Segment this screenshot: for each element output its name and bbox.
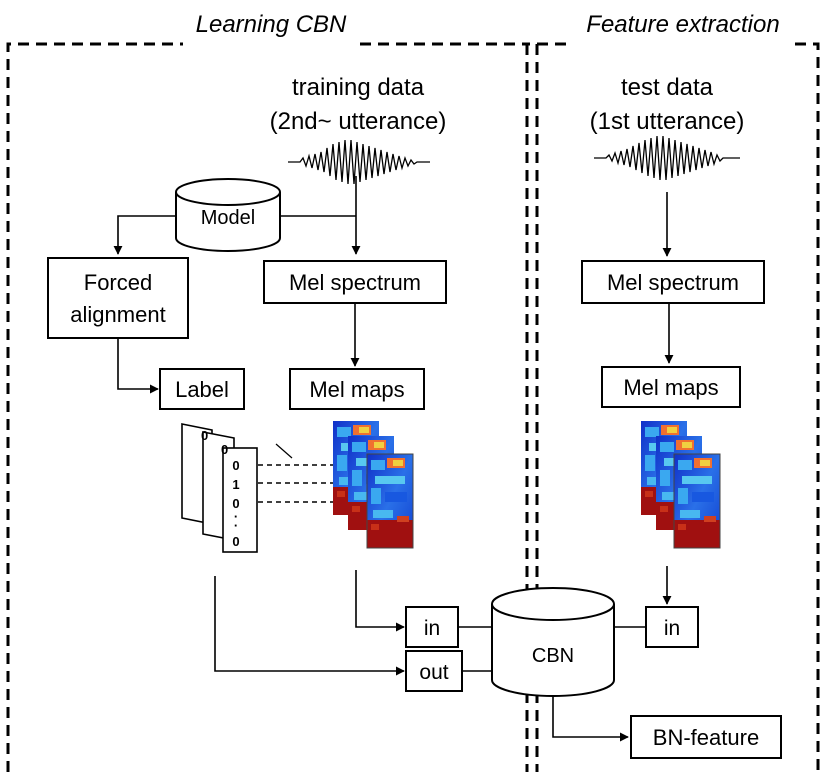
training-data-title: training data — [292, 74, 425, 101]
bn-feature-box — [630, 715, 782, 759]
mel-maps-box-train — [289, 368, 425, 410]
extraction-section-frame — [535, 42, 820, 772]
mel-maps-label-train: Mel maps — [309, 377, 404, 402]
label-mid-digit: 0 — [221, 442, 228, 457]
test-data-subtitle: (1st utterance) — [590, 108, 745, 135]
learning-section-frame — [6, 42, 530, 772]
mel-maps-label-test: Mel maps — [623, 375, 718, 400]
forced-alignment-label-1: Forced — [84, 270, 152, 295]
cbn-input-box-train — [405, 606, 459, 648]
training-data-subtitle: (2nd~ utterance) — [270, 108, 447, 135]
forced-alignment-label-2: alignment — [70, 302, 165, 327]
label-vector-stack — [181, 423, 258, 553]
mel-map-heatmaps-test — [641, 421, 721, 549]
test-waveform-icon — [594, 135, 740, 181]
label-digit-3: 0 — [232, 496, 239, 511]
model-label: Model — [201, 207, 255, 229]
melmaps-to-in-arrow — [355, 570, 405, 632]
cbn-output-label: out — [419, 661, 448, 684]
cbn-input-label-train: in — [424, 617, 440, 640]
feature-extraction-title: Feature extraction — [586, 11, 779, 38]
bn-feature-label: BN-feature — [653, 725, 759, 750]
mel-spectrum-label-test: Mel spectrum — [607, 270, 739, 295]
mel-spectrum-box-test — [581, 260, 765, 304]
training-waveform-icon — [288, 139, 430, 185]
forced-alignment-box — [47, 257, 189, 339]
label-digit-2: 1 — [232, 477, 239, 492]
cbn-database-icon — [491, 587, 615, 697]
test-data-title: test data — [621, 74, 714, 101]
label-to-out-arrow — [214, 576, 405, 676]
cbn-input-label-test: in — [664, 617, 680, 640]
label-digit-6: 0 — [232, 534, 239, 549]
label-digit-1: 0 — [232, 458, 239, 473]
label-digit-4: · — [234, 509, 238, 524]
label-text: Label — [175, 377, 229, 402]
mel-spectrum-box-train — [263, 260, 447, 304]
mel-map-heatmaps-train — [333, 421, 414, 549]
alignment-to-label-arrow — [117, 338, 159, 394]
mel-spectrum-label-train: Mel spectrum — [289, 270, 421, 295]
cbn-to-bnfeature-arrow — [552, 696, 629, 742]
model-database-icon — [175, 178, 281, 252]
cbn-label: CBN — [532, 645, 574, 667]
model-to-alignment-arrow — [113, 215, 176, 255]
label-box — [159, 368, 245, 410]
learning-cbn-title: Learning CBN — [196, 11, 347, 38]
mel-maps-box-test — [601, 366, 741, 408]
label-digit-5: · — [234, 518, 238, 533]
label-back-digit: 0 — [201, 428, 208, 443]
